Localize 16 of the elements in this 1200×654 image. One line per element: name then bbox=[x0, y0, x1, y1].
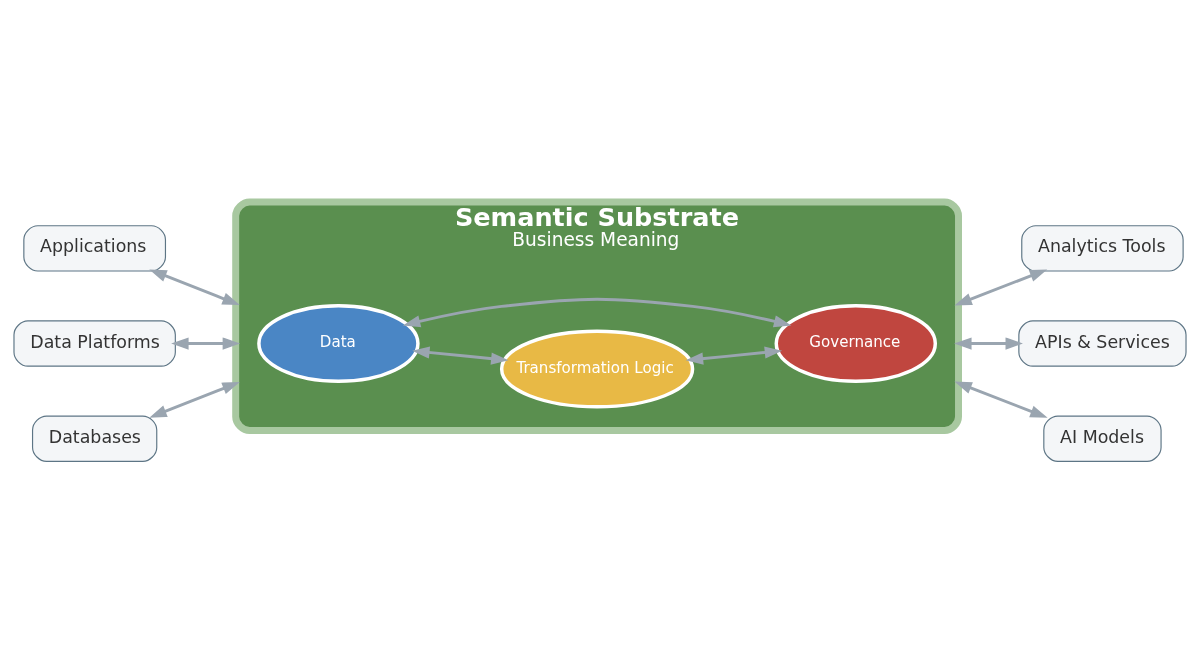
node-box: Data Platforms bbox=[13, 320, 176, 367]
arrow bbox=[954, 337, 1023, 350]
arrow bbox=[412, 346, 509, 365]
arrow bbox=[149, 269, 240, 306]
node-box: Applications bbox=[23, 225, 167, 272]
node-box: APIs & Services bbox=[1018, 320, 1187, 367]
node-box: Analytics Tools bbox=[1021, 225, 1184, 272]
arrow bbox=[954, 381, 1048, 418]
node-ellipse: Transformation Logic bbox=[499, 329, 695, 409]
arrow bbox=[171, 337, 241, 350]
node-box: Databases bbox=[32, 415, 158, 462]
arrow bbox=[954, 269, 1048, 306]
arrow bbox=[149, 381, 240, 418]
arrow bbox=[685, 346, 783, 365]
arrow bbox=[402, 297, 792, 328]
node-box: AI Models bbox=[1043, 415, 1162, 462]
